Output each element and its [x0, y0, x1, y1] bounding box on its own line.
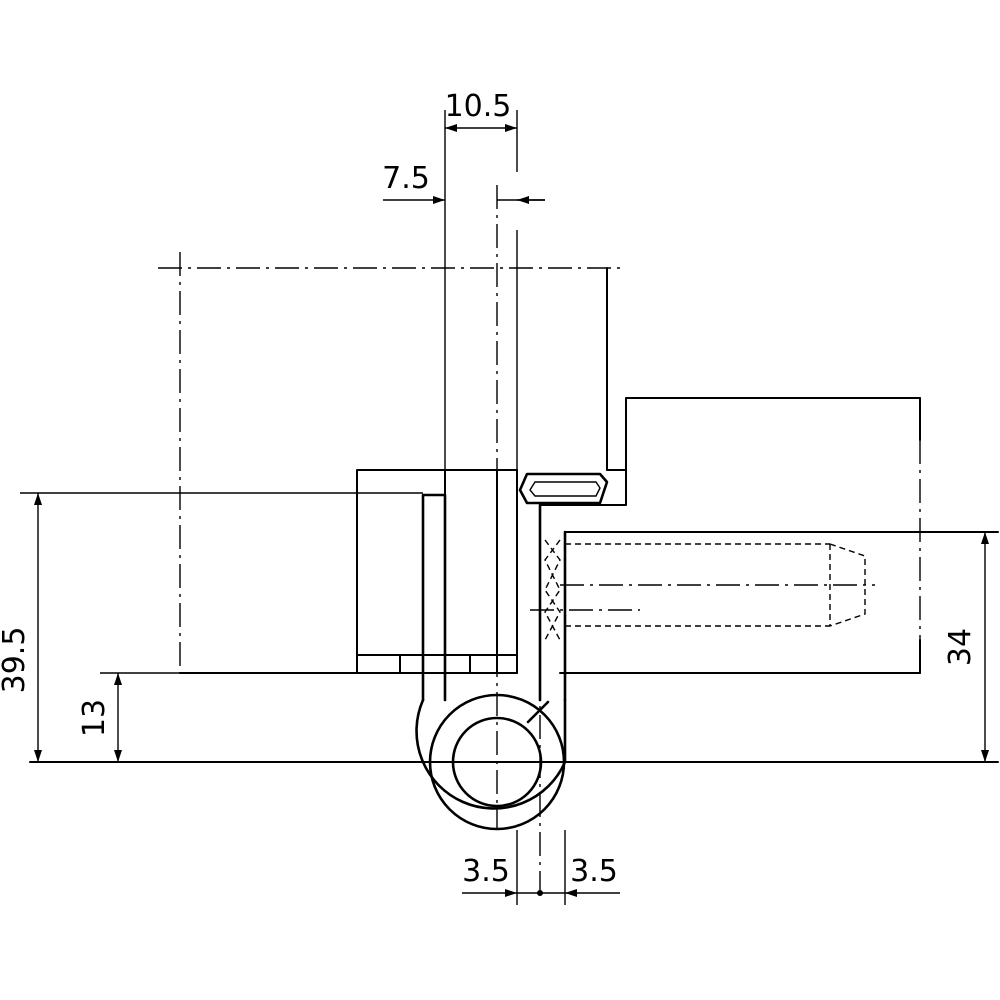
dim-label-height-left: 39.5 [0, 627, 32, 694]
frame-outline [29, 267, 999, 763]
seal-strip [518, 472, 609, 505]
dim-label-bottom-right: 3.5 [570, 854, 618, 889]
dim-label-top-offset: 7.5 [382, 161, 430, 196]
extension-lines [20, 110, 998, 905]
dimension-lines [34, 124, 989, 897]
dim-label-height-right: 34 [943, 628, 978, 666]
dim-label-top-width: 10.5 [445, 89, 512, 124]
dim-label-height-small: 13 [77, 699, 112, 737]
hinge-knuckle [415, 493, 567, 831]
screw-hidden [544, 539, 866, 641]
hinge-body [356, 469, 518, 674]
dim-label-bottom-left: 3.5 [462, 854, 510, 889]
